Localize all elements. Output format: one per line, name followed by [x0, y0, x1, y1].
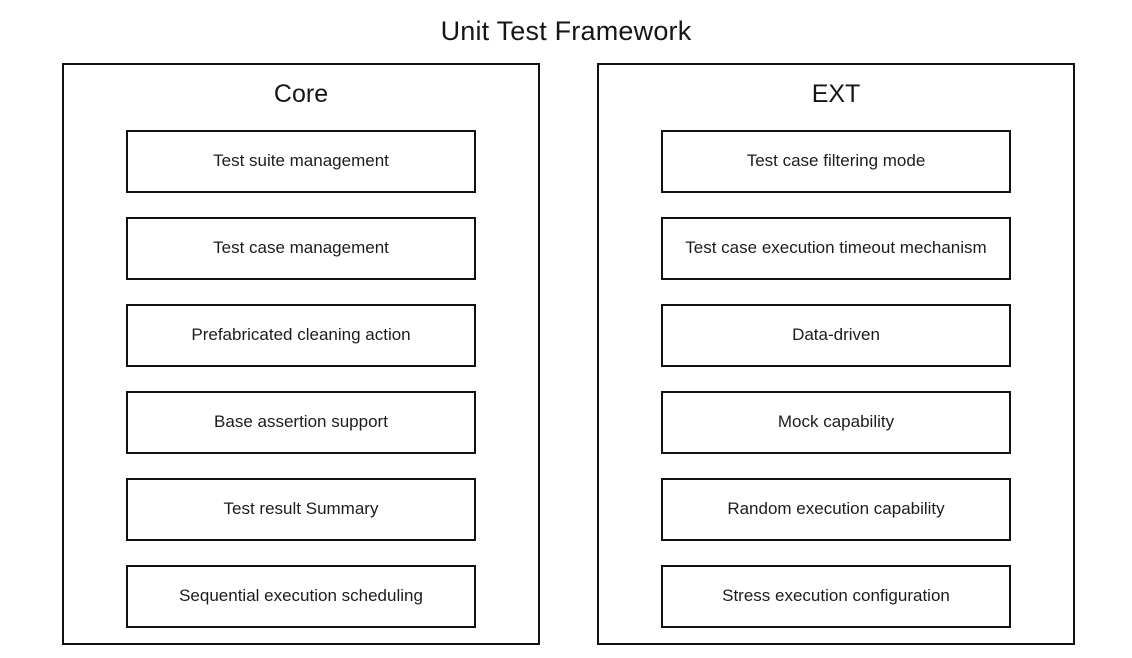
feature-box-data-driven: Data-driven — [661, 304, 1011, 367]
feature-box-mock-capability: Mock capability — [661, 391, 1011, 454]
diagram-title: Unit Test Framework — [440, 16, 692, 46]
feature-box-test-suite-management: Test suite management — [126, 130, 476, 193]
group-items-core: Test suite management Test case manageme… — [64, 130, 538, 628]
group-items-ext: Test case filtering mode Test case execu… — [599, 130, 1073, 628]
group-box-ext: EXT Test case filtering mode Test case e… — [597, 63, 1075, 645]
feature-box-test-case-management: Test case management — [126, 217, 476, 280]
feature-box-random-execution-capability: Random execution capability — [661, 478, 1011, 541]
group-box-core: Core Test suite management Test case man… — [62, 63, 540, 645]
feature-box-sequential-execution-scheduling: Sequential execution scheduling — [126, 565, 476, 628]
feature-box-test-case-execution-timeout-mechanism: Test case execution timeout mechanism — [661, 217, 1011, 280]
feature-box-stress-execution-configuration: Stress execution configuration — [661, 565, 1011, 628]
feature-box-test-case-filtering-mode: Test case filtering mode — [661, 130, 1011, 193]
group-title-core: Core — [273, 80, 329, 108]
feature-box-base-assertion-support: Base assertion support — [126, 391, 476, 454]
feature-box-test-result-summary: Test result Summary — [126, 478, 476, 541]
feature-box-prefabricated-cleaning-action: Prefabricated cleaning action — [126, 304, 476, 367]
group-title-ext: EXT — [811, 80, 861, 108]
